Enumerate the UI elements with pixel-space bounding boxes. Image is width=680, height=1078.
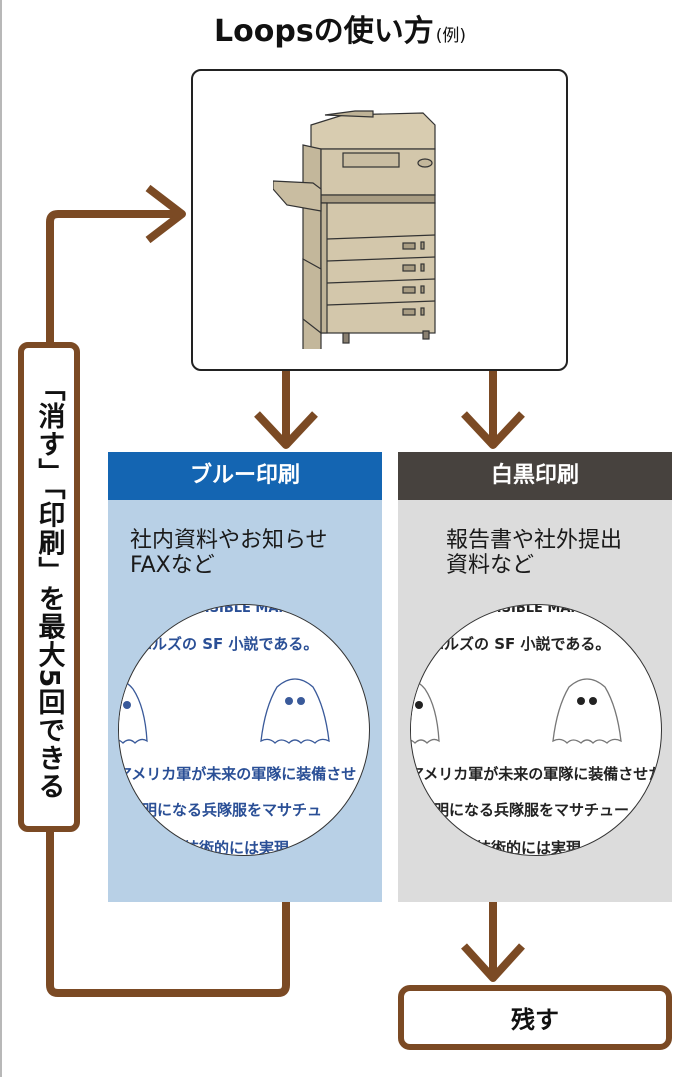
- blue-print-description: 社内資料やお知らせ FAXなど: [130, 528, 328, 578]
- bw-print-panel: 白黒印刷 報告書や社外提出 資料など INVISIBLE MAN エルズの SF…: [398, 452, 672, 902]
- sample-line: 透明になる兵隊服をマサチュ: [127, 801, 323, 819]
- bw-print-header: 白黒印刷: [398, 452, 672, 500]
- loop-return-path: [46, 832, 290, 997]
- title-note: (例): [435, 26, 466, 46]
- sample-line: エルズの SF 小説である。: [137, 635, 319, 653]
- ghost-icon: [411, 680, 440, 744]
- ghost-icon: [552, 678, 622, 744]
- loop-label-text: 「消す」「印刷」を最大5回できる: [33, 373, 65, 801]
- title-main: Loopsの使い方: [214, 14, 434, 49]
- sample-line: が技術的には実現: [169, 839, 290, 856]
- keep-label: 残す: [511, 1006, 559, 1034]
- arrow-to-keep-head-icon: [461, 943, 525, 982]
- loop-label-box: 「消す」「印刷」を最大5回できる: [18, 342, 80, 832]
- copier-machine-icon: [273, 110, 436, 349]
- ghost-icon: [119, 680, 148, 744]
- printer-box: [191, 69, 568, 371]
- loop-arrow-up-path: [46, 210, 182, 342]
- arrow-to-blue-head-icon: [254, 411, 318, 449]
- sample-line: アメリカ軍が未来の軍隊に装備させた: [410, 765, 662, 783]
- keep-box: 残す: [398, 985, 672, 1050]
- sample-line: が技術的には実現: [461, 839, 582, 856]
- bw-desc-line-2: 資料など: [446, 553, 535, 578]
- loop-arrowhead-icon: [145, 184, 186, 244]
- ghost-icon: [260, 678, 330, 744]
- bw-print-description: 報告書や社外提出 資料など: [446, 528, 622, 578]
- bw-desc-line-1: 報告書や社外提出: [446, 528, 623, 553]
- blue-desc-line-2: FAXなど: [130, 553, 215, 578]
- blue-print-panel: ブルー印刷 社内資料やお知らせ FAXなど INVISIBLE MAN エルズの…: [108, 452, 382, 902]
- arrow-to-gray-head-icon: [461, 411, 525, 449]
- sample-line: INVISIBLE MAN: [179, 604, 290, 616]
- page-title: Loopsの使い方(例): [0, 6, 680, 50]
- blue-print-sample-magnifier: INVISIBLE MAN エルズの SF 小説である。 アメリカ軍が未来の軍隊…: [118, 604, 370, 856]
- blue-desc-line-1: 社内資料やお知らせ: [130, 528, 328, 553]
- sample-line: 透明になる兵隊服をマサチュー: [419, 801, 630, 819]
- bw-print-sample-magnifier: INVISIBLE MAN エルズの SF 小説である。 アメリカ軍が未来の軍隊…: [410, 604, 662, 856]
- sample-line: INVISIBLE MAN: [471, 604, 582, 616]
- sample-line: エルズの SF 小説である。: [429, 635, 611, 653]
- blue-print-header: ブルー印刷: [108, 452, 382, 500]
- sample-line: アメリカ軍が未来の軍隊に装備させ: [118, 765, 357, 783]
